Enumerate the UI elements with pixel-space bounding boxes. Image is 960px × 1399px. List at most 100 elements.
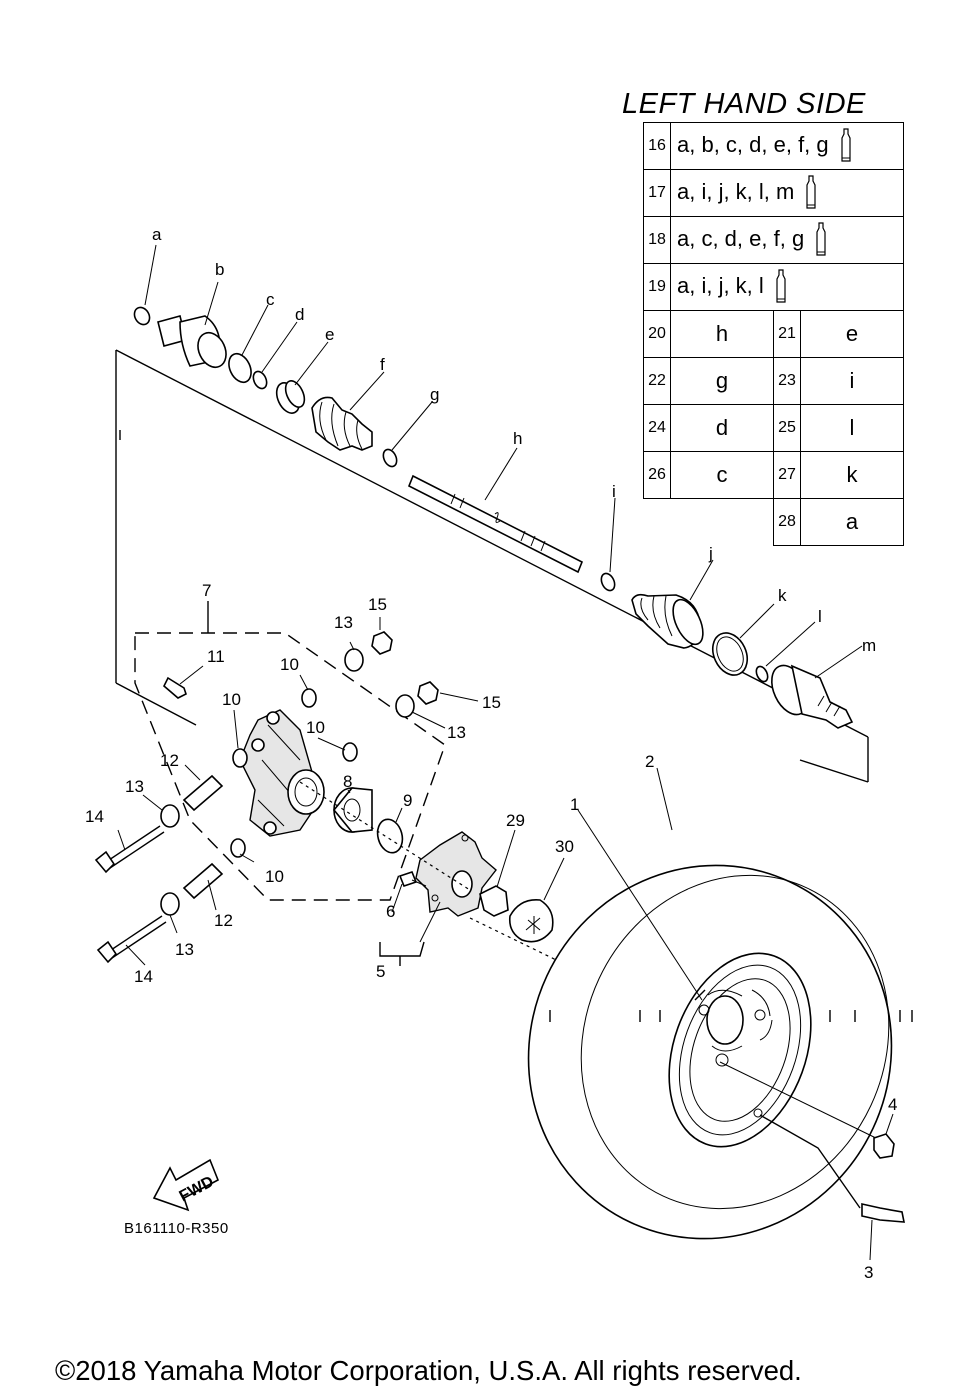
callout-c: c: [266, 290, 275, 309]
part-num-6: 6: [386, 902, 395, 921]
legend-row: 20 h 21 e: [643, 310, 904, 358]
stud-6: [398, 871, 418, 887]
callout-k: k: [778, 586, 787, 605]
part-num-7: 7: [202, 581, 211, 600]
legend-letters-cell: a, b, c, d, e, f, g: [670, 122, 904, 170]
legend-row: 17 a, i, j, k, l, m: [643, 169, 904, 217]
part-number-callouts: 7 15 13 11 10 15 10 10 13 12 8 13 9 14 2…: [85, 581, 897, 1282]
legend-letters-cell: a, i, j, k, l, m: [670, 169, 904, 217]
legend-empty: [671, 499, 774, 546]
callout-m: m: [862, 636, 876, 655]
part-num-4: 4: [888, 1095, 897, 1114]
part-num-12a: 12: [160, 751, 179, 770]
part-num-10d: 10: [265, 867, 284, 886]
legend-num: 22: [643, 357, 671, 405]
bushing-13a: [344, 648, 364, 672]
copyright-notice: ©2018 Yamaha Motor Corporation, U.S.A. A…: [55, 1355, 802, 1386]
band-g: [382, 448, 398, 468]
legend-row: 22 g 23 i: [643, 357, 904, 405]
part-num-12b: 12: [214, 911, 233, 930]
callout-j: j: [708, 544, 713, 563]
bushing-13d: [160, 892, 180, 916]
legend-num: 25: [773, 404, 801, 452]
grease-tube-icon: [841, 128, 851, 162]
knuckle-assembly: [94, 617, 479, 966]
part-num-1: 1: [570, 795, 579, 814]
part-num-10b: 10: [222, 690, 241, 709]
callout-b: b: [215, 260, 224, 279]
legend-row: 18 a, c, d, e, f, g: [643, 216, 904, 264]
forward-arrow-icon: FWD: [152, 1158, 220, 1212]
legend-val: d: [670, 404, 774, 452]
legend-empty: [644, 499, 671, 546]
legend-num: 17: [643, 169, 671, 217]
boot-j: [631, 559, 714, 649]
legend-num: 23: [773, 357, 801, 405]
legend-num: 18: [643, 216, 671, 264]
part-num-15a: 15: [368, 595, 387, 614]
legend-num: 16: [643, 122, 671, 170]
grease-tube-icon: [776, 269, 786, 303]
part-num-14a: 14: [85, 807, 104, 826]
legend-row: 24 d 25 l: [643, 404, 904, 452]
part-num-3: 3: [864, 1263, 873, 1282]
bushing-10d: [230, 838, 246, 858]
nut-15b: [417, 681, 439, 705]
cv-joint-m: [771, 645, 863, 729]
circlip-9: [376, 818, 404, 854]
callout-h: h: [513, 429, 522, 448]
circlip-a: [133, 306, 151, 326]
callout-f: f: [380, 355, 385, 374]
legend-val: k: [800, 451, 904, 499]
part-num-2: 2: [645, 752, 654, 771]
part-num-13a: 13: [334, 613, 353, 632]
cap-30: [508, 899, 554, 943]
circlip-d: [252, 370, 268, 390]
legend-val: e: [800, 310, 904, 358]
legend-letters-cell: a, c, d, e, f, g: [670, 216, 904, 264]
legend-num: 21: [773, 310, 801, 358]
part-num-13d: 13: [175, 940, 194, 959]
shaft-h: [407, 447, 584, 574]
callout-i: i: [612, 482, 616, 501]
diagram-reference-code: B161110-R350: [124, 1220, 229, 1237]
nut-15a: [371, 631, 393, 655]
knuckle-group-box: [134, 601, 446, 901]
letter-callouts: a b c d e f g h i j k l m: [152, 225, 876, 655]
legend-val: a: [800, 498, 904, 546]
callout-d: d: [295, 305, 304, 324]
part-num-5: 5: [376, 962, 385, 981]
lubrication-legend-table: 16 a, b, c, d, e, f, g 17 a, i, j, k, l,…: [643, 122, 904, 546]
legend-letters: a, c, d, e, f, g: [677, 225, 805, 251]
valve-3: [861, 1203, 905, 1223]
bolt-14a: [94, 825, 165, 874]
legend-val: i: [800, 357, 904, 405]
part-num-13b: 13: [447, 723, 466, 742]
grease-tube-icon: [806, 175, 817, 209]
legend-num: 20: [643, 310, 671, 358]
callout-e: e: [325, 325, 334, 344]
band-i: [600, 572, 616, 592]
legend-val: g: [670, 357, 774, 405]
legend-row: 28 a: [644, 498, 904, 546]
bushing-10c: [342, 742, 358, 762]
part-num-14b: 14: [134, 967, 153, 986]
part-num-15b: 15: [482, 693, 501, 712]
callout-l: l: [818, 607, 822, 626]
part-num-13c: 13: [125, 777, 144, 796]
cv-joint-b: [157, 281, 227, 369]
bolt-14b: [96, 915, 167, 964]
part-num-10c: 10: [306, 718, 325, 737]
collar-12b: [182, 862, 224, 900]
legend-num: 26: [643, 451, 671, 499]
legend-row: 16 a, b, c, d, e, f, g: [643, 122, 904, 170]
hub-assembly: [299, 781, 701, 1031]
legend-row: 19 a, i, j, k, l: [643, 263, 904, 311]
legend-row: 26 c 27 k: [643, 451, 904, 499]
bushing-13b: [395, 694, 415, 718]
legend-num: 28: [773, 498, 801, 546]
callout-a: a: [152, 225, 162, 244]
part-num-11: 11: [207, 647, 225, 666]
legend-num: 19: [643, 263, 671, 311]
